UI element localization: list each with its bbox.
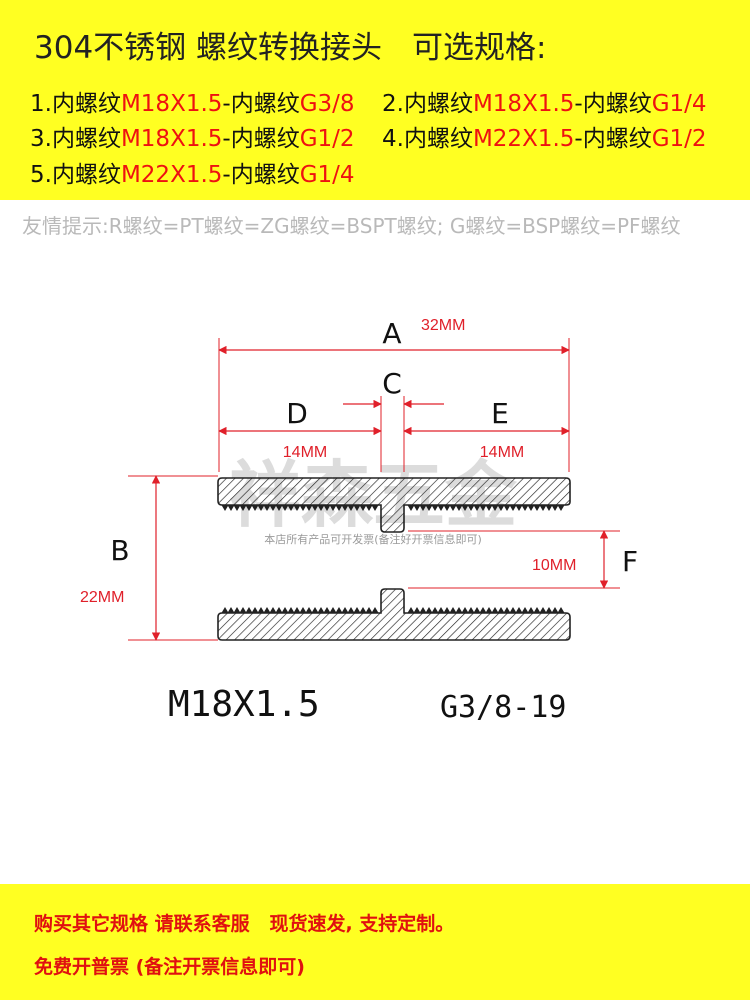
- spec-item-3: 3.内螺纹M18X1.5-内螺纹G1/2: [30, 126, 355, 152]
- promo-line-2: 免费开普票 (备注开票信息即可): [34, 956, 305, 978]
- promo-line-1: 购买其它规格 请联系客服 现货速发, 支持定制。: [34, 913, 455, 935]
- options-title: 可选规格:: [412, 30, 547, 66]
- top-banner: [0, 0, 750, 200]
- dim-value-e: 14MM: [480, 444, 524, 461]
- dim-label-a: A: [382, 317, 401, 350]
- dim-label-d: D: [286, 397, 308, 430]
- dim-label-e: E: [491, 397, 509, 430]
- model-left-thread: M18X1.5: [168, 684, 320, 725]
- dim-label-f: F: [622, 545, 638, 578]
- dim-value-d: 14MM: [283, 444, 327, 461]
- fitting-bottom-wall: [217, 588, 571, 641]
- thread-equivalence-tip: 友情提示:R螺纹=PT螺纹=ZG螺纹=BSPT螺纹; G螺纹=BSP螺纹=PF螺…: [22, 214, 681, 238]
- dim-value-a: 32MM: [421, 317, 465, 334]
- dim-value-b: 22MM: [80, 589, 124, 606]
- dim-label-c: C: [382, 367, 402, 400]
- thread-teeth-bottom: [221, 607, 565, 614]
- model-right-thread: G3/8-19: [440, 690, 567, 725]
- spec-item-2: 2.内螺纹M18X1.5-内螺纹G1/4: [382, 91, 707, 117]
- bottom-banner: [0, 884, 750, 1000]
- thread-teeth-top: [221, 504, 565, 511]
- fitting-top-wall: [217, 477, 571, 533]
- spec-item-1: 1.内螺纹M18X1.5-内螺纹G3/8: [30, 91, 355, 117]
- dim-value-f: 10MM: [532, 557, 576, 574]
- watermark-invoice-note: 本店所有产品可开发票(备注好开票信息即可): [264, 532, 482, 546]
- dimension-lines: [151, 345, 609, 641]
- spec-item-5: 5.内螺纹M22X1.5-内螺纹G1/4: [30, 162, 355, 188]
- spec-item-4: 4.内螺纹M22X1.5-内螺纹G1/2: [382, 126, 707, 152]
- product-title: 304不锈钢 螺纹转换接头: [34, 30, 383, 66]
- dim-label-b: B: [110, 534, 129, 567]
